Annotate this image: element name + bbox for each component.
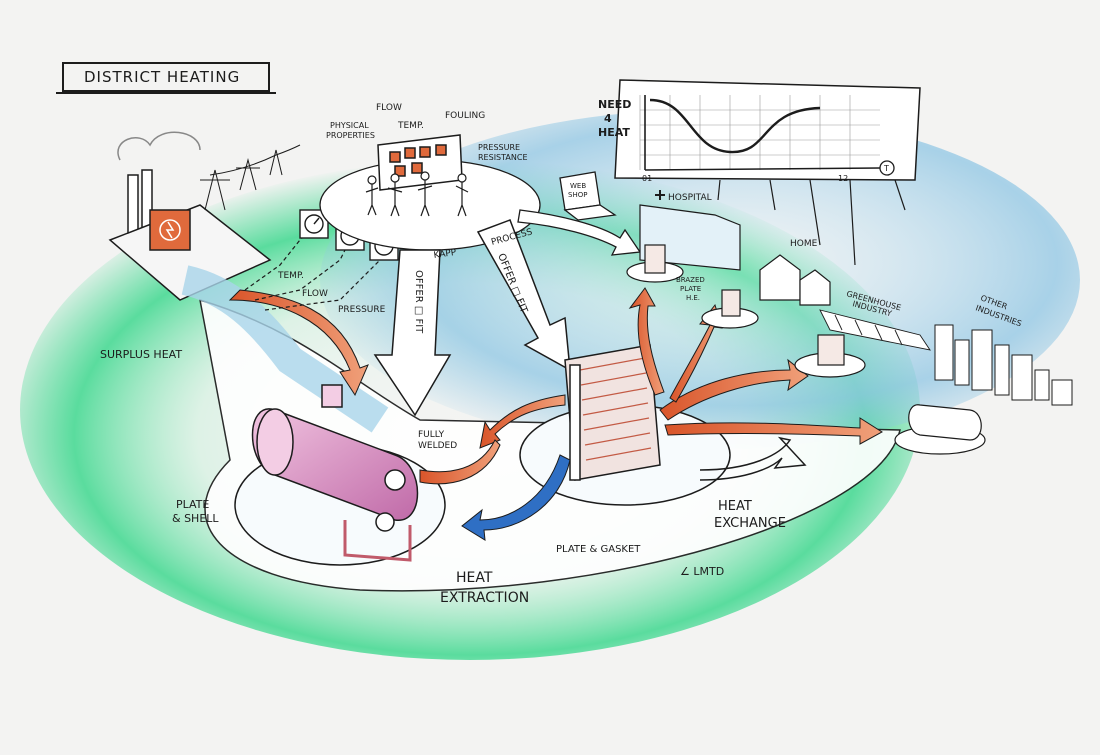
label-temp-top: TEMP.: [397, 121, 424, 131]
surplus-heat-pipe: [181, 265, 389, 433]
diagram-title-text: DISTRICT HEATING: [84, 68, 241, 86]
label-home: HOME: [790, 239, 818, 249]
label-flow-top: FLOW: [376, 103, 402, 113]
label-temp-sensor: TEMP.: [277, 271, 304, 281]
label-pressure-resistance-2: RESISTANCE: [478, 153, 528, 162]
home-buildings: [759, 254, 831, 306]
label-lmtd: ∠ LMTD: [680, 565, 724, 578]
heat-distribution-arrows: [419, 287, 883, 485]
label-flow-sensor: FLOW: [302, 289, 328, 299]
label-surplus-heat: SURPLUS HEAT: [100, 348, 182, 361]
label-plate-shell-2: & SHELL: [172, 512, 219, 525]
other-industries-he: [894, 404, 986, 455]
label-pressure-sensor: PRESSURE: [338, 305, 386, 315]
label-kapp: KAPP: [433, 248, 457, 261]
diagram-title: DISTRICT HEATING: [62, 62, 270, 92]
chart-x-start: 01: [642, 174, 652, 183]
label-web-shop-2: SHOP: [568, 191, 587, 199]
chart-ylabel-heat: HEAT: [598, 126, 630, 139]
offer-fit-arrow-right: [476, 219, 571, 372]
label-heat-exchange-2: EXCHANGE: [714, 516, 786, 531]
label-brazed-2: PLATE: [680, 285, 701, 293]
label-fully-welded-2: WELDED: [418, 441, 457, 451]
title-underline: [56, 92, 276, 94]
label-heat-exchange-1: HEAT: [718, 499, 752, 514]
power-lines: [200, 144, 301, 211]
plate-shell-tank: [251, 384, 419, 562]
label-heat-extraction-2: EXTRACTION: [440, 590, 529, 606]
label-fully-welded-1: FULLY: [418, 430, 445, 440]
label-hospital: HOSPITAL: [668, 193, 712, 203]
process-arrow: [517, 209, 642, 256]
surplus-heat-arrow: [228, 289, 369, 397]
cold-return-arrow: [461, 454, 571, 541]
offer-fit-arrow-left: [373, 249, 452, 417]
label-offer-fit-left: OFFER □ FIT: [413, 270, 424, 334]
chart-x-end: T: [883, 164, 889, 173]
whiteboard: [377, 134, 463, 191]
greenhouse-industry: [819, 309, 931, 351]
need-heat-chart: [614, 79, 921, 266]
label-web-shop-1: WEB: [570, 182, 586, 190]
label-brazed-1: BRAZED: [676, 276, 705, 284]
label-pressure-resistance-1: PRESSURE: [478, 143, 520, 152]
label-physical-properties-2: PROPERTIES: [326, 131, 375, 140]
label-brazed-3: H.E.: [686, 294, 700, 302]
city-skyline: [934, 324, 1073, 406]
brazed-plate-he-1: [626, 244, 684, 283]
brazed-plate-he-2: [701, 289, 759, 329]
chart-x-mid: 12: [838, 174, 848, 183]
label-physical-properties-1: PHYSICAL: [330, 121, 369, 130]
label-fouling: FOULING: [445, 111, 485, 121]
chart-ylabel-4: 4: [604, 112, 612, 125]
label-plate-shell-1: PLATE: [176, 498, 209, 511]
plate-gasket-exchanger: [564, 344, 661, 481]
label-plate-gasket: PLATE & GASKET: [556, 544, 641, 555]
chart-ylabel-need: NEED: [598, 98, 631, 111]
label-heat-extraction-1: HEAT: [456, 570, 493, 586]
greenhouse-he: [794, 334, 866, 378]
heat-exchange-outline-arrow: [699, 436, 807, 481]
people-figures: [365, 171, 469, 217]
power-plant: [108, 131, 272, 301]
web-shop-laptop: [559, 171, 617, 221]
